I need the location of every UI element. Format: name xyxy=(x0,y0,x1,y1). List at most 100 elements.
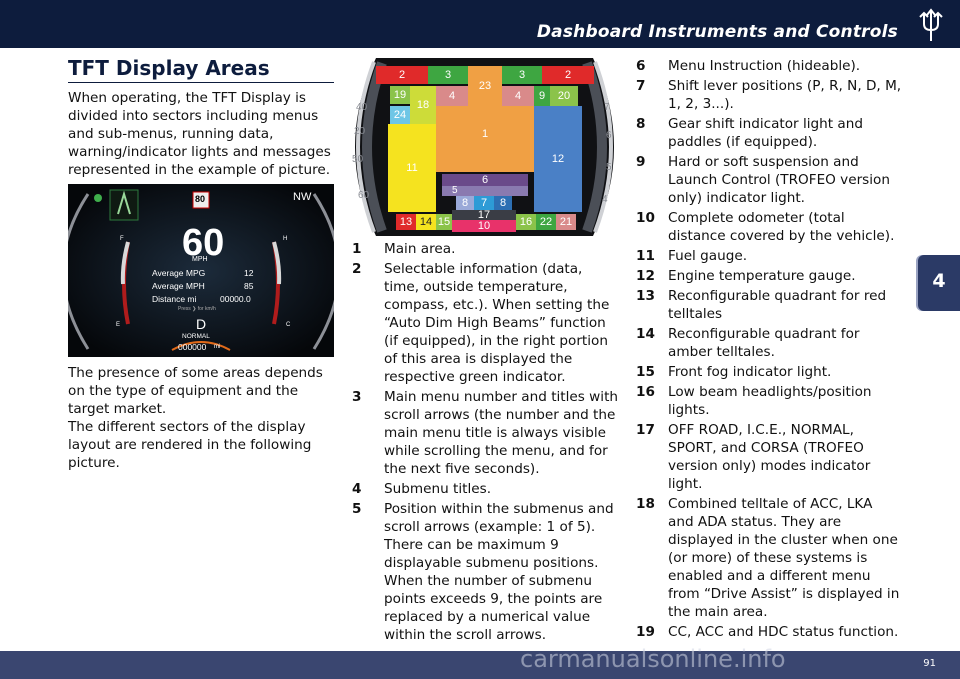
item-number: 18 xyxy=(636,496,655,512)
availability-paragraph: The presence of some areas depends on th… xyxy=(68,365,323,417)
legend-list-right: 6 Menu Instruction (hideable). 7 Shift lev… xyxy=(636,57,902,643)
zone-19: 19 xyxy=(390,86,410,104)
zone-18: 18 xyxy=(410,86,436,124)
fuel-full-mark: F xyxy=(120,236,124,242)
zone-23: 23 xyxy=(468,66,502,106)
zone-5: 5 xyxy=(442,186,528,196)
list-item: 7 Shift lever positions (P, R, N, D, M, 1… xyxy=(636,77,902,113)
list-item: 17 OFF ROAD, I.C.E., NORMAL, SPORT, and C… xyxy=(636,421,902,493)
header-bar xyxy=(0,0,960,48)
list-item: 10 Complete odometer (total distance cove… xyxy=(636,209,902,245)
page-number: 91 xyxy=(923,658,936,669)
zone-12: 12 xyxy=(534,106,582,212)
zone-15: 15 xyxy=(436,214,452,230)
list-item: 2 Selectable information (data, time, out… xyxy=(352,260,620,386)
list-item: 4 Submenu titles. xyxy=(352,480,620,498)
item-number: 7 xyxy=(636,78,646,94)
item-text: Complete odometer (total distance covere… xyxy=(668,210,895,244)
item-number: 6 xyxy=(636,58,646,74)
gear-readout: D xyxy=(196,316,207,332)
item-text: Shift lever positions (P, R, N, D, M, 1,… xyxy=(668,78,902,112)
zone-22: 22 xyxy=(536,214,556,230)
list-item: 1 Main area. xyxy=(352,240,620,258)
trip-value-2: 85 xyxy=(244,281,254,291)
item-text: Fuel gauge. xyxy=(668,248,748,264)
trip-label-2: Average MPH xyxy=(152,281,205,291)
item-number: 15 xyxy=(636,364,655,380)
chapter-tab[interactable]: 4 xyxy=(918,255,960,311)
fuel-empty-mark: E xyxy=(116,322,121,328)
item-text: Combined telltale of ACC, LKA and ADA st… xyxy=(668,496,900,620)
zone-9: 9 xyxy=(534,86,550,106)
item-number: 9 xyxy=(636,154,646,170)
list-item: 18 Combined telltale of ACC, LKA and ADA … xyxy=(636,495,902,621)
item-text: Low beam headlights/position lights. xyxy=(668,384,872,418)
temp-hot-mark: H xyxy=(283,236,288,242)
compass-readout: NW xyxy=(293,191,312,203)
zone-13: 13 xyxy=(396,214,416,230)
zone-4-right: 4 xyxy=(502,86,534,106)
odometer-unit: mi xyxy=(214,344,221,350)
item-text: Selectable information (data, time, outs… xyxy=(384,261,610,385)
trip-value-3: 00000.0 xyxy=(220,294,251,304)
item-text: Engine temperature gauge. xyxy=(668,268,856,284)
zone-8-right: 8 xyxy=(494,196,512,210)
dial-left-label: 60 xyxy=(358,190,370,201)
dial-left-label: 20 xyxy=(354,126,366,137)
item-text: CC, ACC and HDC status function. xyxy=(668,624,899,640)
zone-4-left: 4 xyxy=(436,86,468,106)
zone-6: 6 xyxy=(442,174,528,186)
item-text: Submenu titles. xyxy=(384,481,492,497)
layout-intro-paragraph: The different sectors of the display lay… xyxy=(68,419,312,471)
item-number: 4 xyxy=(352,481,362,497)
chapter-number: 4 xyxy=(932,270,946,292)
cluster-gauges-drawing xyxy=(68,184,334,357)
list-item: 13 Reconfigurable quadrant for red tellta… xyxy=(636,287,902,323)
zone-7: 7 xyxy=(474,196,494,210)
intro-paragraph: When operating, the TFT Display is divid… xyxy=(68,90,331,178)
zone-2-right: 2 xyxy=(542,66,594,84)
layout-diagram: 40 20 50 60 7 6 5 4 2 3 23 3 2 19 18 4 4… xyxy=(352,58,617,236)
zone-21: 21 xyxy=(556,214,576,230)
list-item: 14 Reconfigurable quadrant for amber tell… xyxy=(636,325,902,361)
speed-unit: MPH xyxy=(192,256,208,263)
mode-readout: NORMAL xyxy=(182,333,210,340)
dial-right-label: 4 xyxy=(602,194,608,205)
item-text: OFF ROAD, I.C.E., NORMAL, SPORT, and COR… xyxy=(668,422,871,492)
item-text: Main area. xyxy=(384,241,456,257)
item-text: Menu Instruction (hideable). xyxy=(668,58,861,74)
dial-right-label: 6 xyxy=(606,130,612,141)
item-number: 2 xyxy=(352,261,362,277)
dial-left-label: 40 xyxy=(356,102,368,113)
item-number: 14 xyxy=(636,326,655,342)
zone-16: 16 xyxy=(516,214,536,230)
item-number: 17 xyxy=(636,422,655,438)
item-number: 13 xyxy=(636,288,655,304)
watermark: carmanualsonline.info xyxy=(520,645,786,673)
item-number: 1 xyxy=(352,241,362,257)
zone-17: 17 xyxy=(452,210,516,221)
speed-limit-sign: 80 xyxy=(195,194,206,204)
dial-left-label: 50 xyxy=(352,154,364,165)
legend-list-middle: 1 Main area. 2 Selectable information (dat… xyxy=(352,240,620,646)
item-number: 16 xyxy=(636,384,655,400)
footer-bar xyxy=(0,651,960,679)
item-text: Reconfigurable quadrant for red telltale… xyxy=(668,288,887,322)
item-text: Position within the submenus and scroll … xyxy=(384,501,614,643)
item-text: Front fog indicator light. xyxy=(668,364,832,380)
item-number: 3 xyxy=(352,389,362,405)
trip-label-3: Distance mi xyxy=(152,294,197,304)
trip-value-1: 12 xyxy=(244,268,254,278)
zone-2-left: 2 xyxy=(376,66,428,84)
header-title: Dashboard Instruments and Controls xyxy=(536,22,898,42)
odometer-readout: 000000 xyxy=(178,342,207,352)
item-number: 10 xyxy=(636,210,655,226)
item-number: 8 xyxy=(636,116,646,132)
list-item: 6 Menu Instruction (hideable). xyxy=(636,57,902,75)
item-text: Reconfigurable quadrant for amber tellta… xyxy=(668,326,860,360)
item-text: Gear shift indicator light and paddles (… xyxy=(668,116,863,150)
